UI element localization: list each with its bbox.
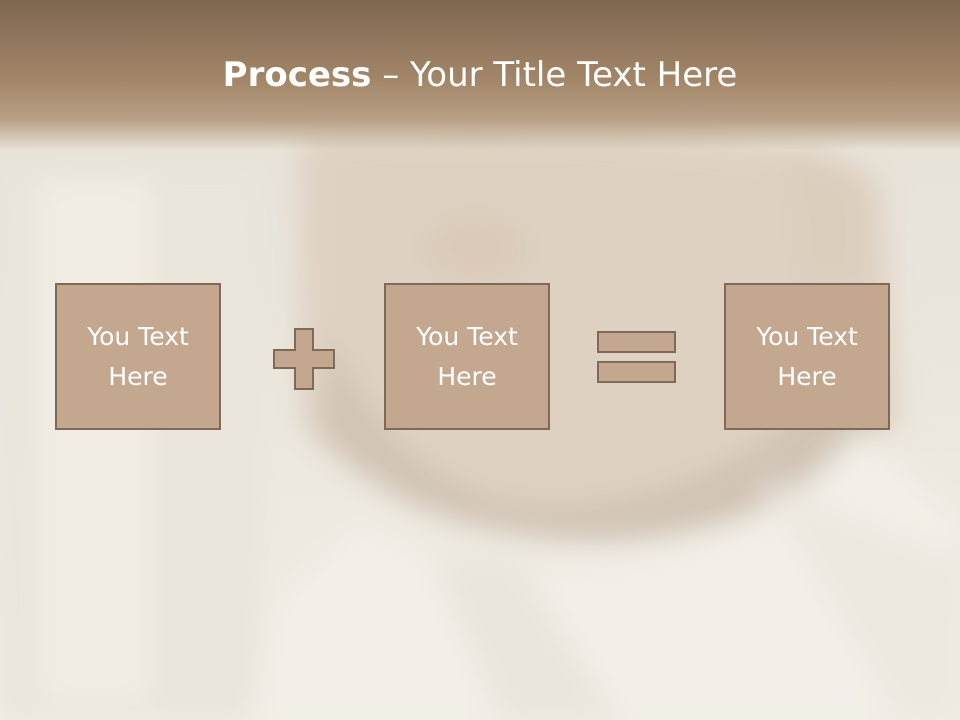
process-box-1-line2: Here — [108, 361, 168, 391]
process-box-1-line1: You Text — [87, 321, 189, 351]
process-box-1: You Text Here — [55, 283, 221, 430]
plus-icon — [273, 328, 335, 390]
title-band — [0, 0, 960, 150]
slide-title-bold: Process — [222, 55, 372, 95]
slide-title-rest: Your Title Text Here — [410, 55, 738, 95]
process-box-2: You Text Here — [384, 283, 550, 430]
slide-title: Process – Your Title Text Here — [0, 52, 960, 98]
process-box-3-line2: Here — [777, 361, 837, 391]
slide-title-separator: – — [371, 55, 411, 95]
process-box-2-line1: You Text — [416, 321, 518, 351]
equals-icon — [597, 331, 676, 383]
process-box-3-line1: You Text — [756, 321, 858, 351]
process-box-3: You Text Here — [724, 283, 890, 430]
process-box-2-line2: Here — [437, 361, 497, 391]
